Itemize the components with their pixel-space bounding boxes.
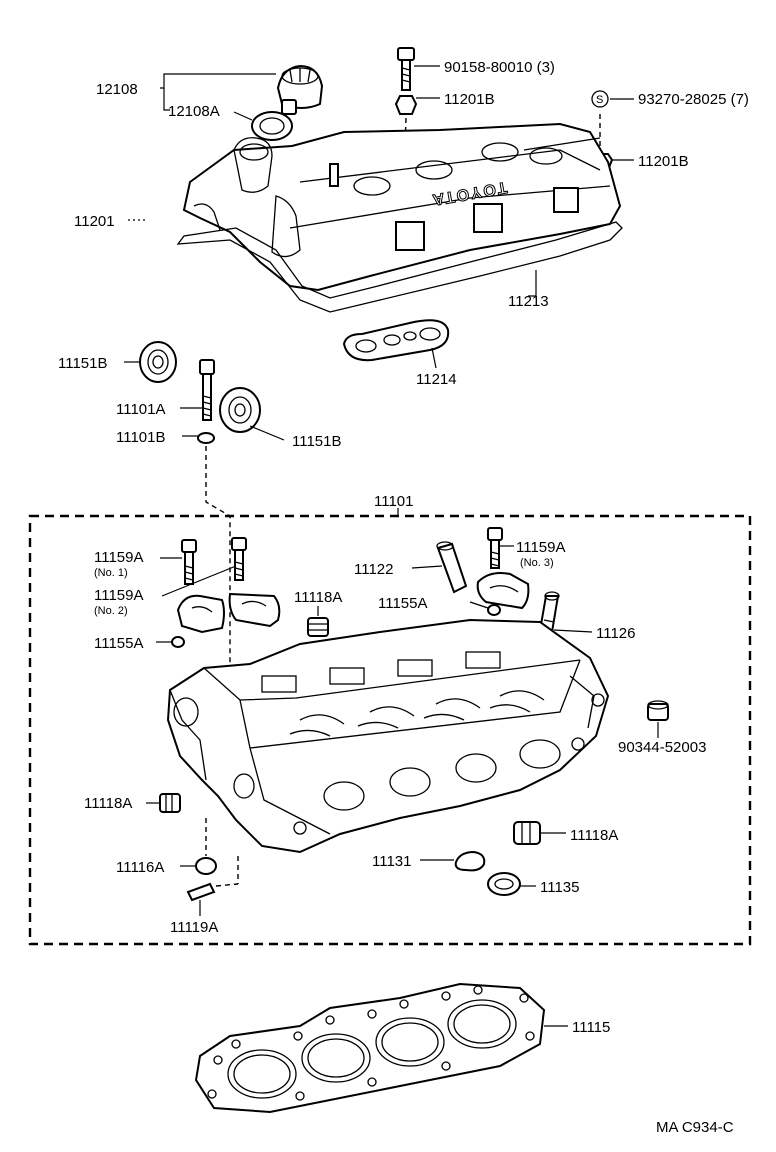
ring-11135: [487, 872, 521, 896]
dowel-pin-11122: [436, 541, 468, 594]
bearing-cap-left: [176, 594, 225, 634]
label-11155A-right: 11155A: [378, 595, 428, 612]
note-11159A-no1: (No. 1): [94, 567, 128, 579]
note-11159A-no3: (No. 3): [520, 557, 554, 569]
tight-plug-right: [513, 821, 541, 845]
label-11159A-no1: 11159A: [94, 549, 144, 566]
s-mark: S: [596, 94, 603, 106]
label-11201B-right: 11201B: [638, 153, 689, 170]
head-cover-gasket: [176, 221, 623, 313]
label-11115: 11115: [572, 1019, 610, 1036]
label-11201B-top: 11201B: [444, 91, 495, 108]
label-11135: 11135: [540, 879, 580, 896]
tight-plug-left: [159, 793, 181, 813]
label-11155A-left: 11155A: [94, 635, 144, 652]
washer-11101B: [197, 432, 215, 444]
plug-90344: [647, 700, 669, 721]
tight-plug-top: [307, 617, 329, 637]
dowel-pin-left: [171, 636, 185, 648]
leader-12108: [160, 73, 276, 89]
oil-filler-cap-gasket: [251, 111, 293, 141]
oil-filler-cap: [276, 64, 324, 115]
cap-bolt-no2: [231, 537, 247, 581]
label-11119A: 11119A: [170, 919, 218, 936]
part-11131: [454, 850, 486, 872]
label-11213: 11213: [508, 293, 549, 310]
camshaft-oil-seal-right: [219, 387, 261, 433]
label-11126: 11126: [596, 625, 636, 642]
bearing-cap-right: [476, 572, 530, 610]
cover-bolt: [397, 47, 415, 91]
label-11151B-right: 11151B: [292, 433, 342, 450]
label-93270-28025: 93270-28025 (7): [638, 91, 749, 108]
label-12108A: 12108A: [168, 103, 220, 120]
cylinder-head-cover: TOYOTA: [182, 122, 622, 292]
spark-plug-tube-gasket: [342, 319, 450, 362]
s-mark-circle: [591, 90, 609, 108]
dowel-pin-right: [487, 604, 501, 616]
label-90158-80010: 90158-80010 (3): [444, 59, 555, 76]
label-11118A-top: 11118A: [294, 589, 342, 606]
plug-11116A: [195, 857, 217, 875]
bearing-cap-center: [228, 592, 281, 628]
cap-bolt-no1: [181, 539, 197, 585]
label-11101B: 11101B: [116, 429, 166, 446]
label-11214: 11214: [416, 371, 457, 388]
note-11159A-no2: (No. 2): [94, 605, 128, 617]
label-11201: 11201: [74, 213, 115, 230]
head-bolt-11101A: [199, 359, 215, 421]
label-11159A-no2: 11159A: [94, 587, 144, 604]
leader-12108A: [163, 88, 170, 111]
label-11101: 11101: [374, 493, 414, 510]
label-11131: 11131: [372, 853, 412, 870]
label-11101A: 11101A: [116, 401, 166, 418]
label-12108: 12108: [96, 81, 138, 98]
label-11118A-left: 11118A: [84, 795, 132, 812]
label-11122: 11122: [354, 561, 394, 578]
label-11151B-left: 11151B: [58, 355, 108, 372]
grommet-top: [394, 95, 418, 115]
cylinder-head-gasket: [194, 982, 546, 1114]
label-11159A-no3: 11159A: [516, 539, 566, 556]
figure-code: MA C934-C: [656, 1119, 734, 1136]
cylinder-head-subassembly-box: [28, 514, 752, 946]
label-11116A: 11116A: [116, 859, 164, 876]
cylinder-head: [166, 618, 610, 854]
label-90344-52003: 90344-52003: [618, 739, 706, 756]
camshaft-oil-seal-left: [139, 341, 177, 383]
label-11118A-right: 11118A: [570, 827, 618, 844]
cap-bolt-no3: [487, 527, 503, 569]
pin-11119A: [186, 882, 216, 902]
